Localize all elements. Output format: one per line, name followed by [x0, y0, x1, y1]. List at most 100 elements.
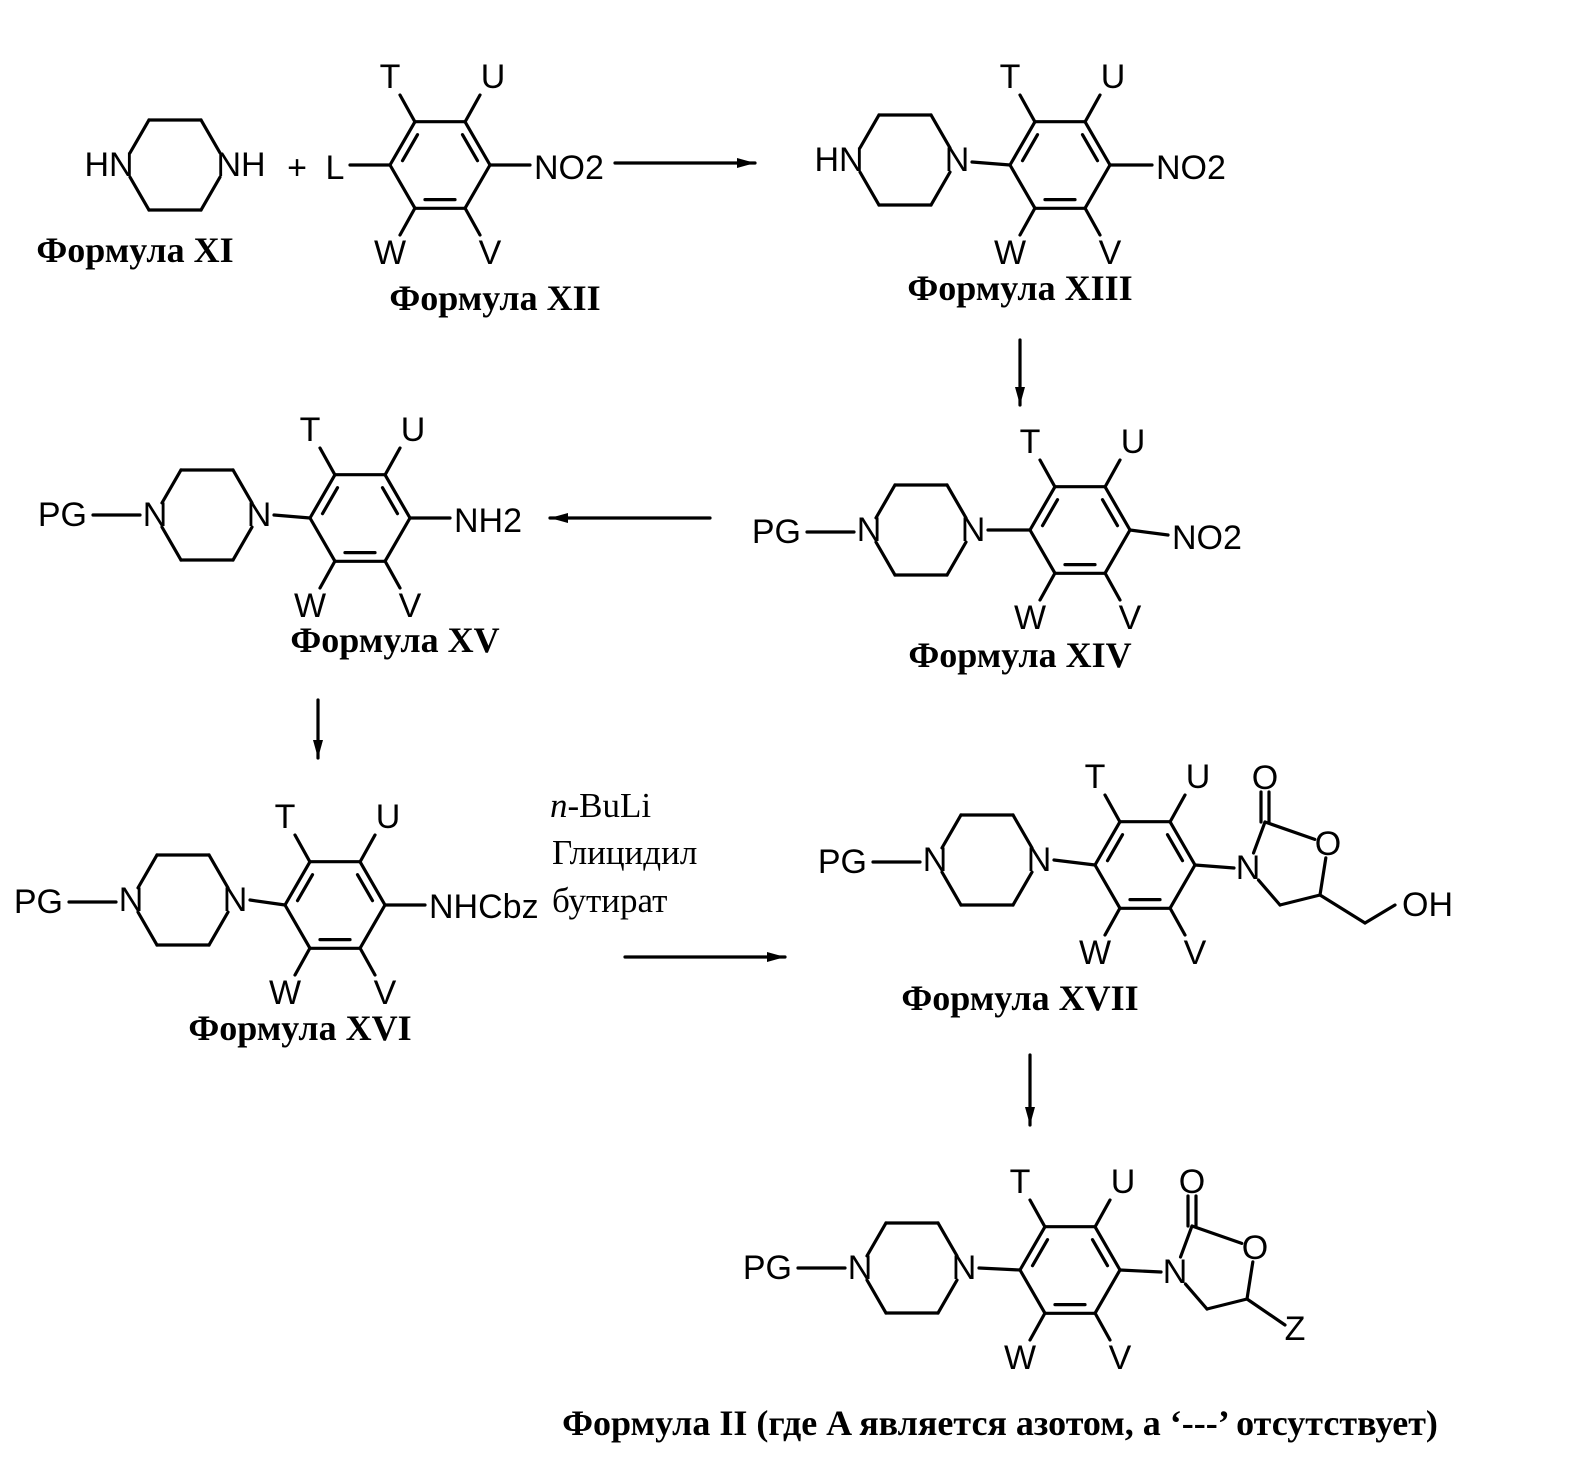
bond: [1118, 1268, 1163, 1274]
ring-bond: [388, 120, 417, 167]
bond: [1251, 820, 1267, 855]
substituent-t: T: [275, 798, 296, 836]
substituent-u: U: [401, 411, 426, 449]
arrow-xii-to-xiii: [613, 158, 757, 168]
bond: [1245, 1260, 1255, 1301]
substituent-u: U: [1186, 758, 1211, 796]
ring-bond: [1093, 820, 1122, 867]
bond: [1038, 571, 1057, 602]
nitro-group: NO2: [534, 149, 604, 187]
bond: [398, 93, 417, 124]
bond: [1103, 571, 1122, 602]
ring-bond: [1103, 528, 1132, 575]
arrow-xvii-to-ii: [1025, 1053, 1035, 1127]
arrow-head: [550, 513, 568, 523]
bond: [318, 446, 337, 477]
substituent-v: V: [1099, 234, 1122, 272]
bond: [1183, 1282, 1209, 1311]
substituent-w: W: [294, 587, 326, 625]
double-bond: [320, 486, 340, 516]
bond: [463, 206, 482, 237]
ring-bond: [283, 903, 312, 950]
ring-bond: [874, 540, 897, 577]
ring-bond: [283, 860, 312, 907]
ring-bond: [160, 468, 183, 505]
ring-oxygen: O: [1242, 1229, 1268, 1267]
substituent-u: U: [376, 798, 401, 836]
double-bond: [1030, 1238, 1050, 1268]
double-bond: [1040, 498, 1060, 528]
ring-bond: [160, 525, 183, 562]
substituent-w: W: [269, 974, 301, 1012]
arrow-head: [1015, 387, 1025, 405]
reagent-glycidyl: Глицидил: [552, 833, 697, 872]
substituent-v: V: [1184, 934, 1207, 972]
ring-bond: [936, 1221, 959, 1258]
bond: [1128, 528, 1170, 537]
substituent-t: T: [1000, 58, 1021, 96]
formula-caption: Формула XVI: [188, 1008, 411, 1048]
arrow-head: [1025, 1107, 1035, 1125]
formula-caption: Формула XIV: [908, 635, 1131, 675]
ring-bond: [929, 113, 952, 150]
bond: [1103, 458, 1122, 489]
protecting-group: PG: [14, 883, 63, 921]
arrow-xiv-to-xv: [548, 513, 712, 523]
ring-bond: [1008, 163, 1037, 210]
bond: [383, 446, 402, 477]
substituent-t: T: [1010, 1163, 1031, 1201]
ring-bond: [1093, 863, 1122, 910]
ring-bond: [858, 113, 881, 150]
arrow-xvi-to-xvii: [623, 952, 787, 962]
ring-bond: [463, 120, 492, 167]
double-bond: [400, 133, 420, 163]
arrow-head: [767, 952, 785, 962]
protecting-group: PG: [743, 1249, 792, 1287]
ring-bond: [1018, 1225, 1047, 1272]
substituent-t: T: [300, 411, 321, 449]
bond: [293, 833, 312, 864]
ring-bond: [1093, 1225, 1122, 1272]
carbonyl-oxygen: O: [1252, 759, 1278, 797]
hydroxyl-group: OH: [1402, 886, 1453, 924]
substituent-v: V: [479, 234, 502, 272]
bond: [1093, 1198, 1112, 1229]
bond: [1038, 458, 1057, 489]
substituent-w: W: [1004, 1339, 1036, 1377]
ring-bond: [128, 118, 151, 155]
bond: [1103, 906, 1122, 937]
z-group: Z: [1285, 1310, 1306, 1348]
plus-sign: +: [287, 149, 307, 187]
bond: [1168, 793, 1187, 824]
ring-bond: [1168, 863, 1197, 910]
bond: [1245, 1297, 1287, 1327]
oxazolidinone-n: N: [1236, 849, 1261, 887]
substituent-t: T: [1020, 423, 1041, 461]
formula-caption: Формула XIII: [907, 268, 1132, 308]
ring-bond: [383, 473, 412, 520]
bond: [1018, 206, 1037, 237]
bond: [1052, 858, 1097, 867]
bond: [1103, 793, 1122, 824]
bond: [1093, 1311, 1112, 1342]
bond: [358, 946, 377, 977]
ring-bond: [1008, 120, 1037, 167]
double-bond: [1100, 498, 1120, 528]
substituent-w: W: [1079, 934, 1111, 972]
formula-caption: Формула XVII: [901, 978, 1138, 1018]
arrow-head: [737, 158, 755, 168]
double-bond: [1080, 133, 1100, 163]
ring-bond: [1083, 163, 1112, 210]
substituent-u: U: [1111, 1163, 1136, 1201]
arrow-xiii-to-xiv: [1015, 338, 1025, 407]
ring-bond: [929, 170, 952, 207]
bond: [358, 833, 377, 864]
ring-bond: [308, 516, 337, 563]
oxazolidinone-n: N: [1163, 1253, 1188, 1291]
ring-bond: [358, 860, 387, 907]
